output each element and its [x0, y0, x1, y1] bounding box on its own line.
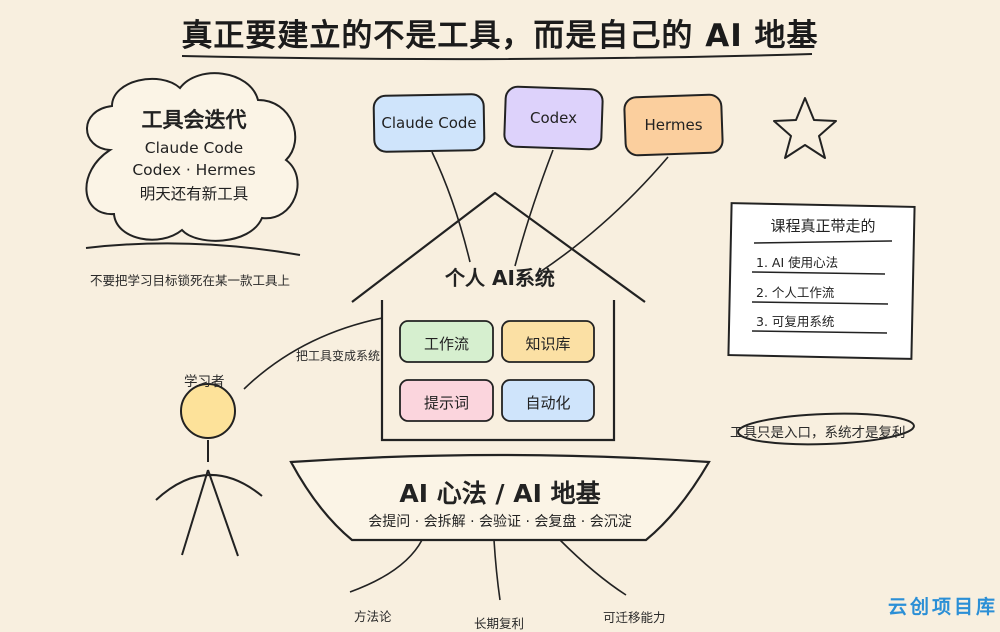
tool-box-claude-code — [372, 93, 486, 153]
module-prompts: 提示词 — [423, 394, 469, 412]
cloud-line-2: Codex · Hermes — [132, 161, 256, 179]
note-title: 课程真正带走的 — [770, 217, 876, 235]
foundation-subtitle: 会提问 · 会拆解 · 会验证 · 会复盘 · 会沉淀 — [368, 514, 632, 530]
note-item-1-underline — [751, 271, 886, 275]
learner-body — [155, 440, 263, 557]
cloud-line-1: Claude Code — [144, 139, 244, 157]
foundation-title: AI 心法 / AI 地基 — [399, 479, 601, 508]
entry-note: 工具只是入口，系统才是复利 — [730, 425, 906, 441]
watermark: 云创项目库 — [887, 596, 998, 618]
tool-label-codex: Codex — [529, 109, 577, 127]
module-workflow: 工作流 — [423, 335, 469, 353]
root-label-compounding: 长期复利 — [474, 616, 525, 631]
root-right — [559, 539, 627, 596]
cloud-title: 工具会迭代 — [141, 108, 247, 132]
module-box-knowledge — [501, 320, 595, 363]
connector-claude — [431, 151, 471, 263]
learner-arrow-label: 把工具变成系统 — [296, 349, 381, 363]
learner-head — [180, 383, 236, 439]
note-item-1: 1. AI 使用心法 — [756, 255, 839, 270]
learner-arrow — [243, 317, 383, 390]
module-knowledge-base: 知识库 — [525, 335, 571, 353]
title-underline — [181, 53, 813, 61]
star-icon — [773, 97, 837, 159]
module-box-workflow — [399, 320, 494, 363]
note-item-2: 2. 个人工作流 — [756, 285, 835, 300]
root-left — [349, 539, 423, 593]
root-label-transferable: 可迁移能力 — [603, 610, 666, 625]
cloud-line-3: 明天还有新工具 — [139, 185, 249, 203]
note-item-3: 3. 可复用系统 — [756, 314, 835, 329]
cloud-underline — [85, 242, 301, 256]
root-middle — [493, 539, 501, 601]
module-automation: 自动化 — [525, 394, 571, 412]
foundation-shape — [289, 453, 711, 542]
cloud-caption: 不要把学习目标锁死在某一款工具上 — [90, 273, 291, 288]
tool-box-hermes — [623, 93, 724, 157]
learner-label: 学习者 — [184, 374, 225, 390]
entry-note-ellipse — [737, 412, 915, 446]
note-item-3-underline — [751, 330, 888, 334]
house-title: 个人 AI系统 — [445, 266, 555, 290]
cloud-shape — [85, 72, 299, 242]
tool-box-codex — [503, 85, 604, 151]
tool-label-hermes: Hermes — [644, 116, 703, 134]
root-label-methodology: 方法论 — [354, 609, 392, 624]
house-roof — [351, 191, 646, 303]
note-title-underline — [753, 240, 893, 244]
page-title: 真正要建立的不是工具，而是自己的 AI 地基 — [181, 18, 819, 54]
module-box-prompt — [399, 379, 494, 422]
note-item-2-underline — [751, 301, 889, 305]
house-walls — [380, 300, 616, 442]
connector-hermes — [539, 156, 669, 273]
module-box-automation — [501, 379, 595, 422]
tool-label-claude-code: Claude Code — [381, 114, 477, 132]
connector-codex — [514, 149, 554, 267]
